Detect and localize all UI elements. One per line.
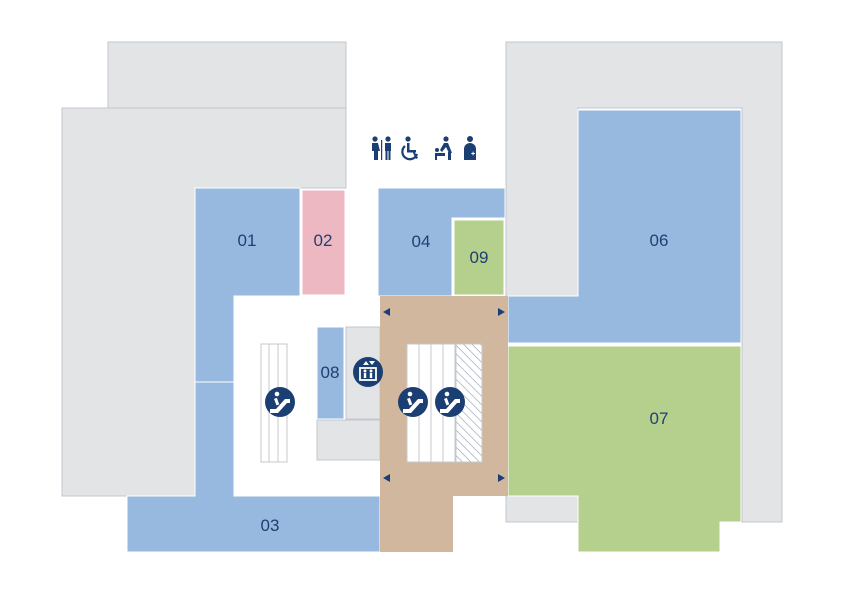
restroom-icon[interactable]: [372, 136, 391, 160]
unit-08[interactable]: [316, 326, 345, 420]
elevator-icon[interactable]: [353, 357, 383, 387]
unit-label-04: 04: [412, 232, 431, 251]
unit-label-08: 08: [321, 363, 340, 382]
escalator-icon[interactable]: [435, 387, 465, 417]
wheelchair-icon[interactable]: [401, 136, 419, 161]
unit-label-07: 07: [650, 409, 669, 428]
circulation-icons: [265, 357, 465, 417]
unit-02[interactable]: [301, 189, 346, 296]
entrance-arrow-icon: [498, 308, 505, 316]
unit-label-06: 06: [650, 231, 669, 250]
unit-labels: 01 02 03 04 06 07 08 09: [238, 231, 669, 535]
unit-04[interactable]: [377, 187, 506, 297]
escalator-icon[interactable]: [265, 387, 295, 417]
unit-label-02: 02: [314, 231, 333, 250]
east-wing-foot: [505, 495, 579, 523]
unit-label-01: 01: [238, 231, 257, 250]
unit-label-03: 03: [261, 516, 280, 535]
entrance-arrow-icon: [383, 308, 390, 316]
entrance-arrow-icon: [383, 474, 390, 482]
unit-07[interactable]: [507, 345, 742, 553]
first-aid-icon[interactable]: [464, 136, 476, 160]
entrance-arrows: [383, 308, 505, 482]
service-areas: [316, 326, 381, 461]
unit-09[interactable]: [453, 219, 505, 296]
unit-label-09: 09: [470, 248, 489, 267]
escalators: [260, 343, 483, 463]
entrance-arrow-icon: [498, 474, 505, 482]
escalator-icon[interactable]: [398, 387, 428, 417]
baby-change-icon[interactable]: [435, 136, 452, 160]
amenity-icons: [372, 136, 476, 161]
service-core-south: [316, 419, 381, 461]
